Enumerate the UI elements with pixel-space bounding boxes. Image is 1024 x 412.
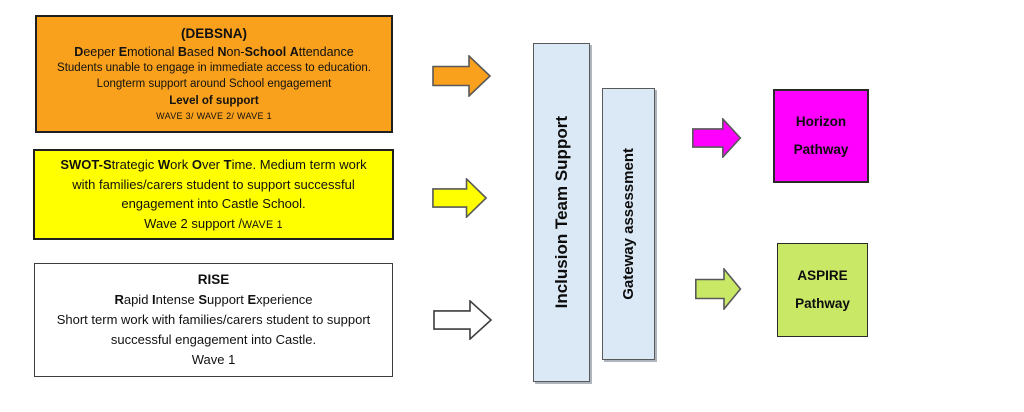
swot-body: SWOT-Strategic Work Over Time. Medium te…	[60, 157, 367, 212]
right-arrow-icon	[695, 268, 742, 310]
rise-body: Short term work with families/carers stu…	[56, 311, 371, 347]
gateway-assessment-label: Gateway assessment	[620, 148, 637, 300]
debsna-waves: WAVE 3/ WAVE 2/ WAVE 1	[156, 111, 272, 122]
inclusion-team-support-label: Inclusion Team Support	[551, 116, 571, 309]
debsna-body: Students unable to engage in immediate a…	[57, 62, 371, 91]
debsna-box: (DEBSNA) Deeper Emotional Based Non-Scho…	[35, 15, 393, 133]
rise-waves: Wave 1	[191, 351, 236, 367]
debsna-arrow-shape	[433, 56, 490, 96]
right-arrow-icon	[692, 118, 742, 158]
aspire-arrow-shape	[696, 269, 741, 309]
horizon-pathway-box: Horizon Pathway	[773, 89, 869, 183]
gateway-assessment-bar: Gateway assessment	[602, 88, 655, 360]
horizon-arrow-shape	[693, 119, 741, 157]
rise-box: RISE Rapid Intense Support Experience Sh…	[34, 263, 393, 377]
right-arrow-icon	[433, 300, 493, 340]
aspire-pathway-box: ASPIRE Pathway	[777, 243, 868, 337]
debsna-subtitle: Level of support	[169, 94, 259, 107]
inclusion-team-support-bar: Inclusion Team Support	[533, 43, 590, 382]
right-arrow-icon	[432, 55, 492, 97]
rise-arrow-shape	[434, 301, 491, 339]
aspire-pathway-label: ASPIRE Pathway	[795, 268, 850, 311]
rise-acronym: Rapid Intense Support Experience	[114, 291, 313, 307]
horizon-pathway-label: Horizon Pathway	[793, 114, 849, 157]
debsna-acronym: Deeper Emotional Based Non-School Attend…	[74, 44, 354, 59]
swot-arrow-shape	[433, 179, 486, 217]
rise-title: RISE	[197, 271, 230, 287]
right-arrow-icon	[432, 178, 488, 218]
debsna-title: (DEBSNA)	[181, 26, 247, 42]
swot-waves: Wave 2 support /WAVE 1	[144, 215, 283, 231]
swot-box: SWOT-Strategic Work Over Time. Medium te…	[33, 149, 394, 240]
